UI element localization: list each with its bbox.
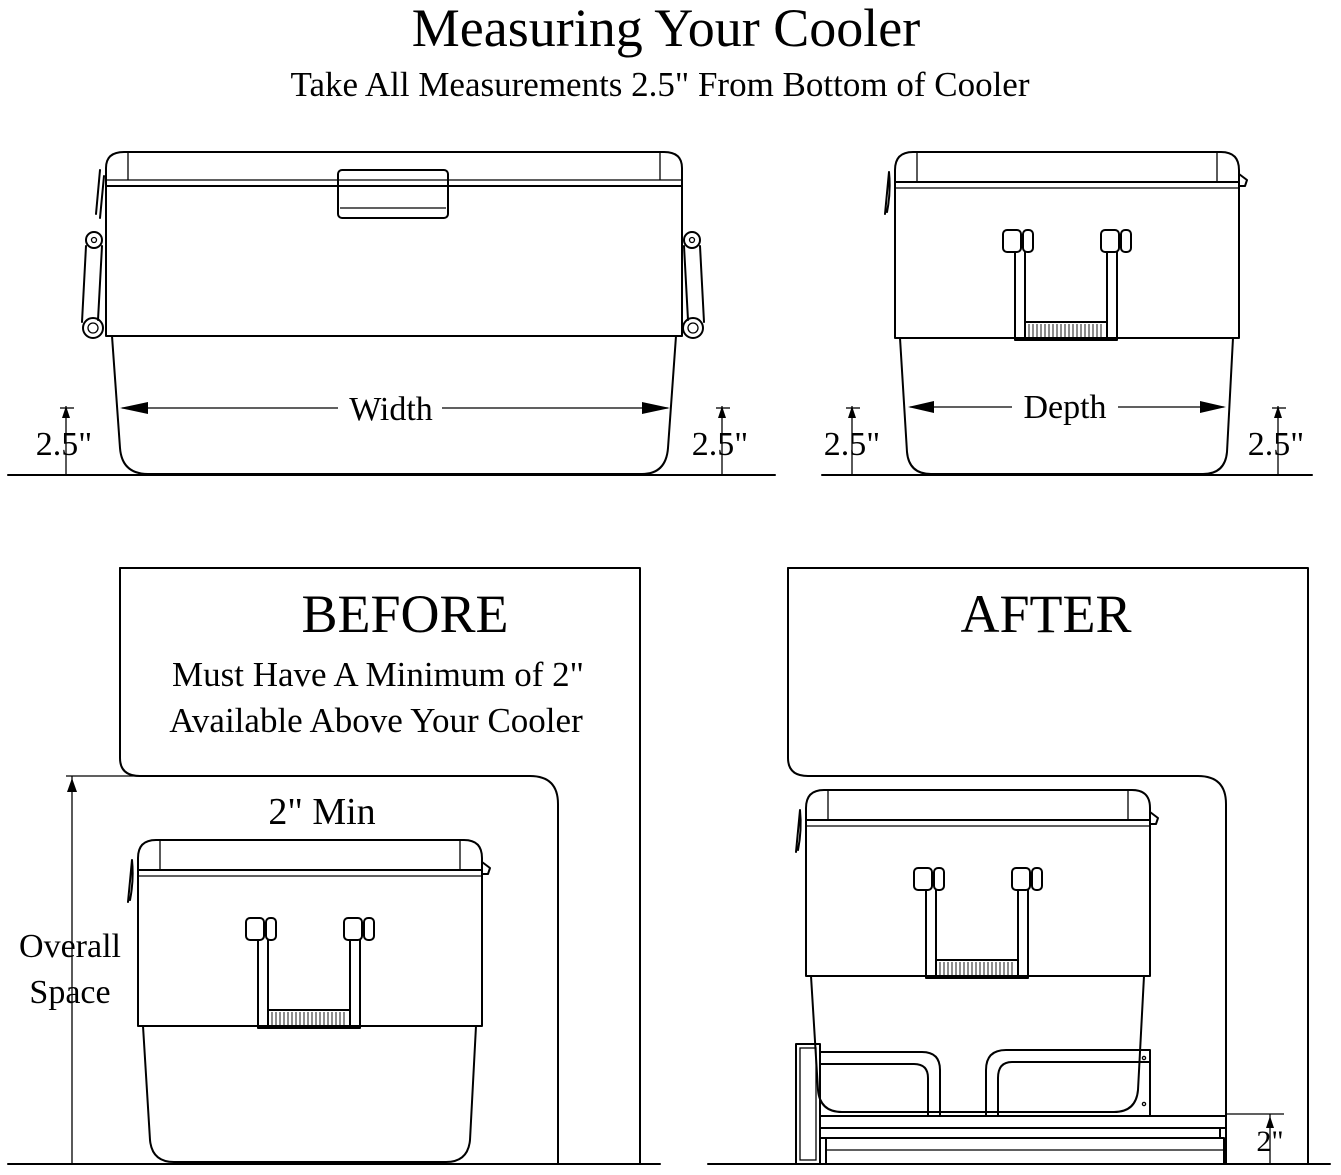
front-right-height-label: 2.5"	[692, 426, 748, 463]
side-right-height-dimension: 2.5"	[1248, 406, 1304, 475]
rise-dimension: 2"	[1226, 1113, 1284, 1164]
page-subtitle: Take All Measurements 2.5" From Bottom o…	[291, 65, 1030, 104]
after-title: AFTER	[960, 584, 1131, 644]
before-note-line2: Available Above Your Cooler	[169, 701, 583, 740]
latch-icon	[337, 169, 449, 219]
overall-label-line2: Space	[29, 974, 110, 1011]
before-title: BEFORE	[301, 584, 508, 644]
overall-label-line1: Overall	[19, 928, 121, 965]
depth-dimension: Depth	[908, 389, 1226, 426]
before-cooler	[127, 839, 491, 1163]
front-left-height-dimension: 2.5"	[36, 406, 92, 475]
rise-label: 2"	[1256, 1125, 1283, 1158]
clearance-label: 2" Min	[268, 791, 375, 833]
width-dimension: Width	[120, 391, 670, 428]
side-left-height-dimension: 2.5"	[824, 406, 880, 475]
front-right-height-dimension: 2.5"	[692, 406, 748, 475]
front-left-height-label: 2.5"	[36, 426, 92, 463]
side-view-cooler	[821, 151, 1313, 476]
before-panel: BEFORE Must Have A Minimum of 2" Availab…	[7, 567, 661, 1165]
depth-label: Depth	[1023, 389, 1106, 426]
before-note-line1: Must Have A Minimum of 2"	[172, 655, 584, 694]
slide-mount	[795, 1043, 1227, 1165]
side-right-height-label: 2.5"	[1248, 426, 1304, 463]
side-left-height-label: 2.5"	[824, 426, 880, 463]
after-panel: AFTER 2"	[707, 567, 1331, 1165]
width-label: Width	[349, 391, 433, 428]
front-view-cooler	[7, 151, 776, 476]
page-title: Measuring Your Cooler	[412, 0, 921, 58]
